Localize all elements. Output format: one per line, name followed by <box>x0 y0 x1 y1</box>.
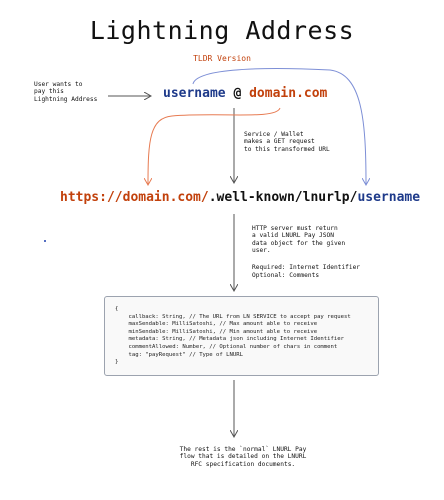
code-line: minSendable: MilliSatoshi, // Min amount… <box>115 328 318 335</box>
diagram-subtitle: TLDR Version <box>193 54 251 63</box>
code-line: } <box>115 359 119 366</box>
stray-dot <box>44 240 46 242</box>
footer-note: The rest is the `normal` LNURL Pay flow … <box>179 446 307 468</box>
address-at-sign: @ <box>233 86 242 101</box>
server-note: HTTP server must return a valid LNURL Pa… <box>252 225 346 255</box>
username-mapping-arrow <box>192 68 366 184</box>
diagram-title: Lightning Address <box>89 16 355 45</box>
json-response-box: { callback: String, // The URL from LN S… <box>104 296 379 376</box>
optional-note: Optional: Comments <box>252 272 320 279</box>
code-line: tag: "payRequest" // Type of LNURL <box>115 351 243 358</box>
url-prefix: https://domain.com/ <box>60 190 209 205</box>
address-username: username <box>163 86 226 101</box>
lightning-address: username @ domain.com <box>163 86 327 101</box>
code-line: callback: String, // The URL from LN SER… <box>115 313 351 320</box>
url-path: .well-known/lnurlp/ <box>208 190 358 205</box>
code-line: commentAllowed: Number, // Optional numb… <box>115 343 338 350</box>
code-line: { <box>115 306 119 312</box>
code-line: maxSendable: MilliSatoshi, // Max amount… <box>115 321 318 328</box>
intro-note: User wants to pay this Lightning Address <box>34 81 98 103</box>
code-line: metadata: String, // Metadata json inclu… <box>115 336 345 343</box>
lnurlp-url: https://domain.com/.well-known/lnurlp/us… <box>60 190 420 205</box>
domain-mapping-arrow <box>148 107 281 184</box>
url-username: username <box>357 190 421 205</box>
service-note: Service / Wallet makes a GET request to … <box>244 131 330 153</box>
address-domain: domain.com <box>249 86 328 101</box>
required-note: Required: Internet Identifier <box>252 264 361 271</box>
